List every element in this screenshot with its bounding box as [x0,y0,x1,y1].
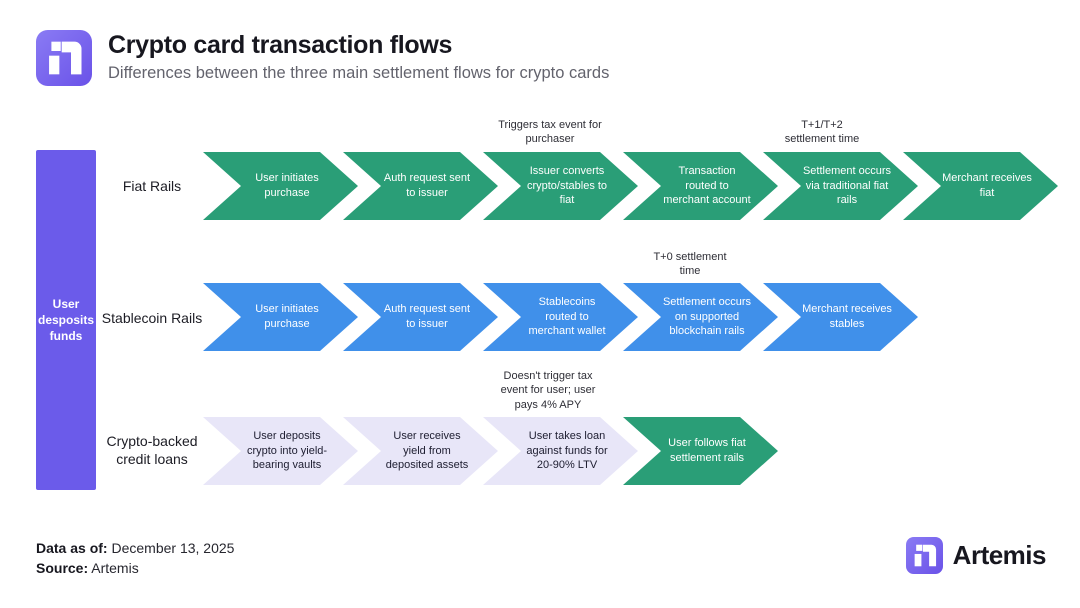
flow-row-fiat-rails: User initiates purchase Auth request sen… [203,152,1058,220]
flow-step: User initiates purchase [203,283,358,351]
flow-step: Issuer converts crypto/stables to fiat [483,152,638,220]
flow-step: Auth request sent to issuer [343,152,498,220]
flow-step: Transaction routed to merchant account [623,152,778,220]
annotation-tax-event: Triggers tax event for purchaser [498,119,602,146]
data-as-of-value: December 13, 2025 [111,540,235,556]
user-deposits-bar-label: User desposits funds [37,296,94,344]
flow-step: User deposits crypto into yield-bearing … [203,417,358,485]
flow-row-stablecoin-rails: User initiates purchase Auth request sen… [203,283,918,351]
user-deposits-bar: User desposits funds [36,150,96,490]
flow-step: User receives yield from deposited asset… [343,417,498,485]
flow-step: Stablecoins routed to merchant wallet [483,283,638,351]
source-value: Artemis [91,560,139,576]
annotation-no-tax-event: Doesn't trigger tax event for user; user… [500,370,596,411]
data-as-of-label: Data as of: [36,540,108,556]
annotation-t0-settlement: T+0 settlement time [653,251,727,278]
flow-step: User initiates purchase [203,152,358,220]
annotation-t1-t2-settlement: T+1/T+2 settlement time [784,119,860,146]
flow-step: User follows fiat settlement rails [623,417,778,485]
flow-step: User takes loan against funds for 20-90%… [483,417,638,485]
artemis-logo-icon [905,537,943,574]
flow-row-crypto-backed-loans: User deposits crypto into yield-bearing … [203,417,778,485]
artemis-logo-icon [36,30,92,86]
data-as-of-line: Data as of: December 13, 2025 [36,540,234,556]
page-subtitle: Differences between the three main settl… [108,64,610,82]
row-label-fiat-rails: Fiat Rails [122,178,182,194]
source-line: Source: Artemis [36,560,139,576]
flow-step: Settlement occurs via traditional fiat r… [763,152,918,220]
brand-footer: Artemis [905,537,1047,574]
flow-step: Settlement occurs on supported blockchai… [623,283,778,351]
source-label: Source: [36,560,89,576]
page-title: Crypto card transaction flows [108,31,453,59]
flow-step: Merchant receives stables [763,283,918,351]
brand-name: Artemis [952,540,1047,570]
row-label-stablecoin-rails: Stablecoin Rails [101,310,203,326]
flow-step: Merchant receives fiat [903,152,1058,220]
row-label-crypto-backed-credit-loans: Crypto-backed credit loans [106,433,198,468]
flow-step: Auth request sent to issuer [343,283,498,351]
